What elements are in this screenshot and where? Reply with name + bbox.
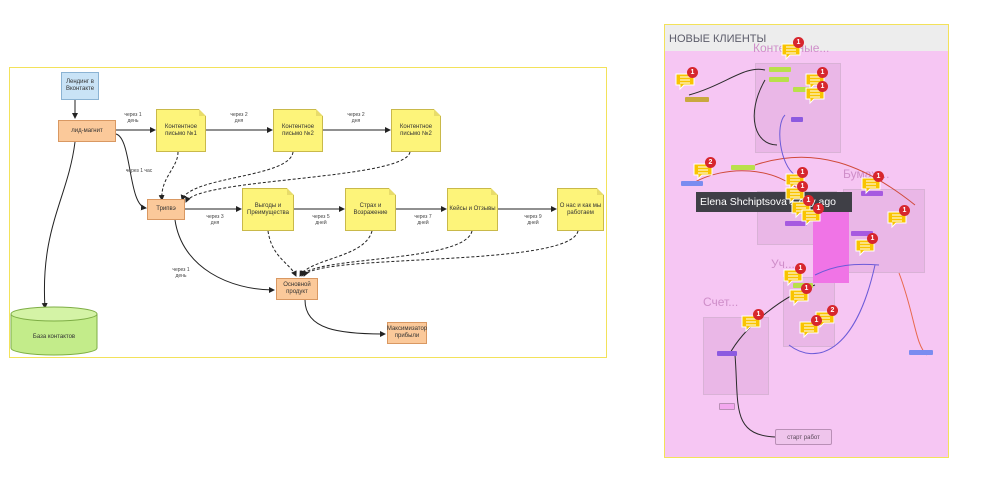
comment-marker[interactable]: 1 [805, 67, 828, 91]
board-header-band [665, 25, 948, 51]
label-after-9-days: через 9 дней [524, 214, 542, 226]
start-work-node[interactable]: старт работ [775, 429, 832, 445]
label-after-1-day: через 1 день [124, 112, 142, 124]
ghost-label-invoice: Счет... [703, 295, 739, 309]
comment-count-badge: 1 [753, 309, 764, 320]
chip-yellow [685, 97, 709, 102]
comment-icon [855, 239, 875, 257]
comment-count-badge: 2 [827, 305, 838, 316]
chip-blue [681, 181, 703, 186]
comment-marker[interactable]: 1 [861, 171, 884, 195]
comment-marker[interactable]: 1 [801, 203, 824, 227]
node-lead-magnet[interactable]: лид-магнит [58, 120, 116, 142]
chip-green [731, 165, 755, 170]
node-contacts-db[interactable]: База контактов [10, 306, 98, 356]
comment-count-badge: 1 [795, 263, 806, 274]
chip-purple [717, 351, 737, 356]
label-after-3-days: через 3 дня [206, 214, 224, 226]
node-fears[interactable]: Страх и Возражение [345, 188, 396, 231]
right-board-frame: НОВЫЕ КЛИЕНТЫ Контентные... Бумаж... Уч.… [664, 24, 949, 458]
label-after-2-days-b: через 2 дня [347, 112, 365, 124]
comment-count-badge: 1 [813, 203, 824, 214]
comment-count-badge: 1 [817, 67, 828, 78]
comment-marker[interactable]: 1 [783, 263, 806, 287]
comment-icon [785, 187, 805, 205]
chip-green [769, 77, 789, 82]
comment-marker[interactable]: 1 [791, 195, 814, 219]
comment-count-badge: 1 [687, 67, 698, 78]
node-about[interactable]: О нас и как мы работаем [557, 188, 604, 231]
chip-purple [861, 191, 883, 196]
board-connectors [688, 68, 928, 438]
left-funnel-frame: Лендинг в Вконтакте лид-магнит Контентно… [9, 67, 607, 358]
comment-count-badge: 1 [873, 171, 884, 182]
comment-count-badge: 1 [801, 283, 812, 294]
node-content-letter-1[interactable]: Контентное письмо №1 [156, 109, 206, 152]
comment-count-badge: 1 [817, 81, 828, 92]
comment-count-badge: 1 [867, 233, 878, 244]
comment-marker[interactable]: 1 [785, 181, 808, 205]
label-after-1-hour: через 1 час [125, 168, 153, 174]
node-maximizer[interactable]: Максимизатор прибыли [387, 322, 427, 344]
ghost-label-uch: Уч... [771, 257, 795, 271]
chip-green [793, 87, 813, 92]
comment-marker[interactable]: 1 [855, 233, 878, 257]
comment-marker[interactable]: 2 [693, 157, 716, 181]
database-shape [10, 306, 98, 356]
node-content-letter-3[interactable]: Контентное письмо №2 [391, 109, 441, 152]
chip-purple [851, 231, 873, 236]
comment-marker[interactable]: 1 [887, 205, 910, 229]
comment-count-badge: 1 [797, 167, 808, 178]
board-title: НОВЫЕ КЛИЕНТЫ [669, 33, 767, 45]
label-after-2-days-a: через 2 дня [230, 112, 248, 124]
chip-green [769, 67, 791, 72]
node-tripwire[interactable]: Трипвэ [147, 199, 185, 220]
chip-blue [909, 350, 933, 355]
label-after-1-day-b: через 1 день [172, 267, 190, 279]
comment-count-badge: 1 [793, 37, 804, 48]
comment-marker[interactable]: 1 [799, 315, 822, 339]
comment-count-badge: 1 [899, 205, 910, 216]
funnel-connectors [41, 100, 579, 337]
comment-count-badge: 2 [705, 157, 716, 168]
comment-count-badge: 1 [797, 181, 808, 192]
comment-marker[interactable]: 1 [789, 283, 812, 307]
comment-marker[interactable]: 1 [805, 81, 828, 105]
comment-icon [675, 73, 695, 91]
node-landing[interactable]: Лендинг в Вконтакте [61, 72, 99, 100]
chip-purple [785, 221, 807, 226]
contacts-db-label: База контактов [32, 333, 76, 340]
comment-marker[interactable]: 1 [675, 67, 698, 91]
node-cases[interactable]: Кейсы и Отзывы [447, 188, 498, 231]
comment-author-tooltip: Elena Shchiptsova 1 day ago [696, 192, 852, 212]
comment-marker[interactable]: 1 [781, 37, 804, 61]
label-after-7-days: через 7 дней [414, 214, 432, 226]
comment-count-badge: 1 [811, 315, 822, 326]
comment-count-badge: 1 [803, 195, 814, 206]
comment-marker[interactable]: 1 [741, 309, 764, 333]
node-main-product[interactable]: Основной продукт [276, 278, 318, 300]
node-content-letter-2[interactable]: Контентное письмо №2 [273, 109, 323, 152]
chip-purple [791, 117, 803, 122]
chip-pink [719, 403, 735, 410]
node-benefits[interactable]: Выгоды и Преимущества [242, 188, 294, 231]
comment-icon [741, 315, 761, 333]
label-after-5-days: через 5 дней [312, 214, 330, 226]
comment-icon [783, 269, 803, 287]
